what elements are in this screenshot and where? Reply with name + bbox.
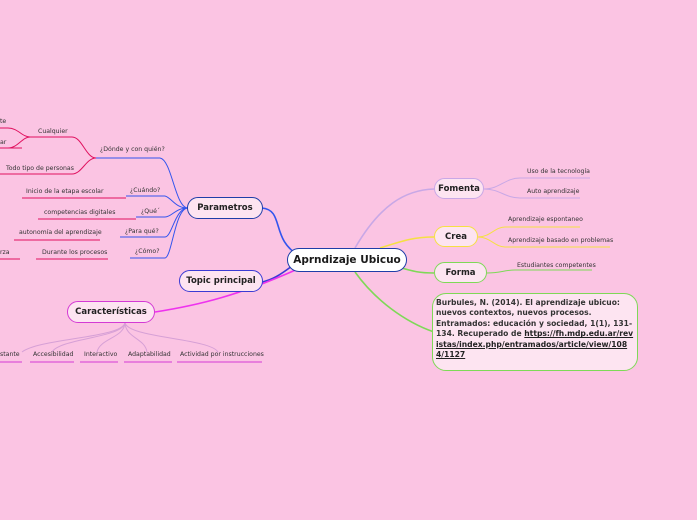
- caract-stante[interactable]: stante: [0, 351, 20, 358]
- caract-adaptabilidad[interactable]: Adaptabilidad: [128, 351, 171, 358]
- answer-para-que[interactable]: autonomía del aprendizaje: [19, 229, 102, 236]
- branch-fomenta[interactable]: Fomenta: [434, 178, 484, 199]
- reference-text: Burbules, N. (2014). El aprendizaje ubic…: [436, 298, 633, 339]
- connector-crea: [379, 236, 435, 249]
- param-cuando[interactable]: ¿Cuándo?: [130, 187, 161, 194]
- answer-que[interactable]: competencias digitales: [44, 209, 116, 216]
- connector-fomenta: [354, 188, 435, 249]
- fomenta-auto-aprendizaje[interactable]: Auto aprendizaje: [527, 188, 580, 195]
- branch-forma[interactable]: Forma: [434, 262, 487, 283]
- donde-todo-tipo[interactable]: Todo tipo de personas: [6, 165, 74, 172]
- param-para-que[interactable]: ¿Para qué?: [125, 228, 159, 235]
- reference-note[interactable]: Burbules, N. (2014). El aprendizaje ubic…: [432, 293, 638, 371]
- crea-problemas[interactable]: Aprendizaje basado en problemas: [508, 237, 614, 244]
- branch-caracteristicas[interactable]: Características: [67, 301, 155, 323]
- answer-como[interactable]: Durante los procesos: [42, 249, 108, 256]
- cut-label-rza[interactable]: rza: [0, 249, 10, 256]
- param-como[interactable]: ¿Cómo?: [135, 248, 160, 255]
- answer-cuando[interactable]: Inicio de la etapa escolar: [26, 188, 104, 195]
- caract-interactivo[interactable]: Interactivo: [84, 351, 118, 358]
- caract-actividad[interactable]: Actividad por instrucciones: [180, 351, 264, 358]
- param-donde[interactable]: ¿Dónde y con quién?: [100, 146, 165, 153]
- branch-topic-principal[interactable]: Topic principal: [179, 270, 263, 292]
- crea-espontaneo[interactable]: Aprendizaje espontaneo: [508, 216, 583, 223]
- connector-caracteristicas: [154, 267, 301, 313]
- caract-accesibilidad[interactable]: Accesibilidad: [33, 351, 74, 358]
- connector-topic: [261, 265, 293, 283]
- branch-crea[interactable]: Crea: [434, 226, 478, 247]
- cut-label-te[interactable]: te: [0, 118, 7, 125]
- forma-estudiantes[interactable]: Estudiantes competentes: [517, 262, 596, 269]
- central-topic[interactable]: Aprndizaje Ubicuo: [287, 248, 407, 272]
- branch-parametros[interactable]: Parametros: [187, 197, 263, 219]
- donde-cualquier[interactable]: Cualquier: [38, 128, 68, 135]
- fomenta-uso-tecnologia[interactable]: Uso de la tecnología: [527, 168, 590, 175]
- reference-link[interactable]: https://fh.mdp.edu.ar/revistas/index.php…: [436, 329, 634, 360]
- param-que[interactable]: ¿Qué´: [141, 208, 160, 215]
- connector-reference: [354, 271, 435, 333]
- cut-label-ar[interactable]: ar: [0, 139, 7, 146]
